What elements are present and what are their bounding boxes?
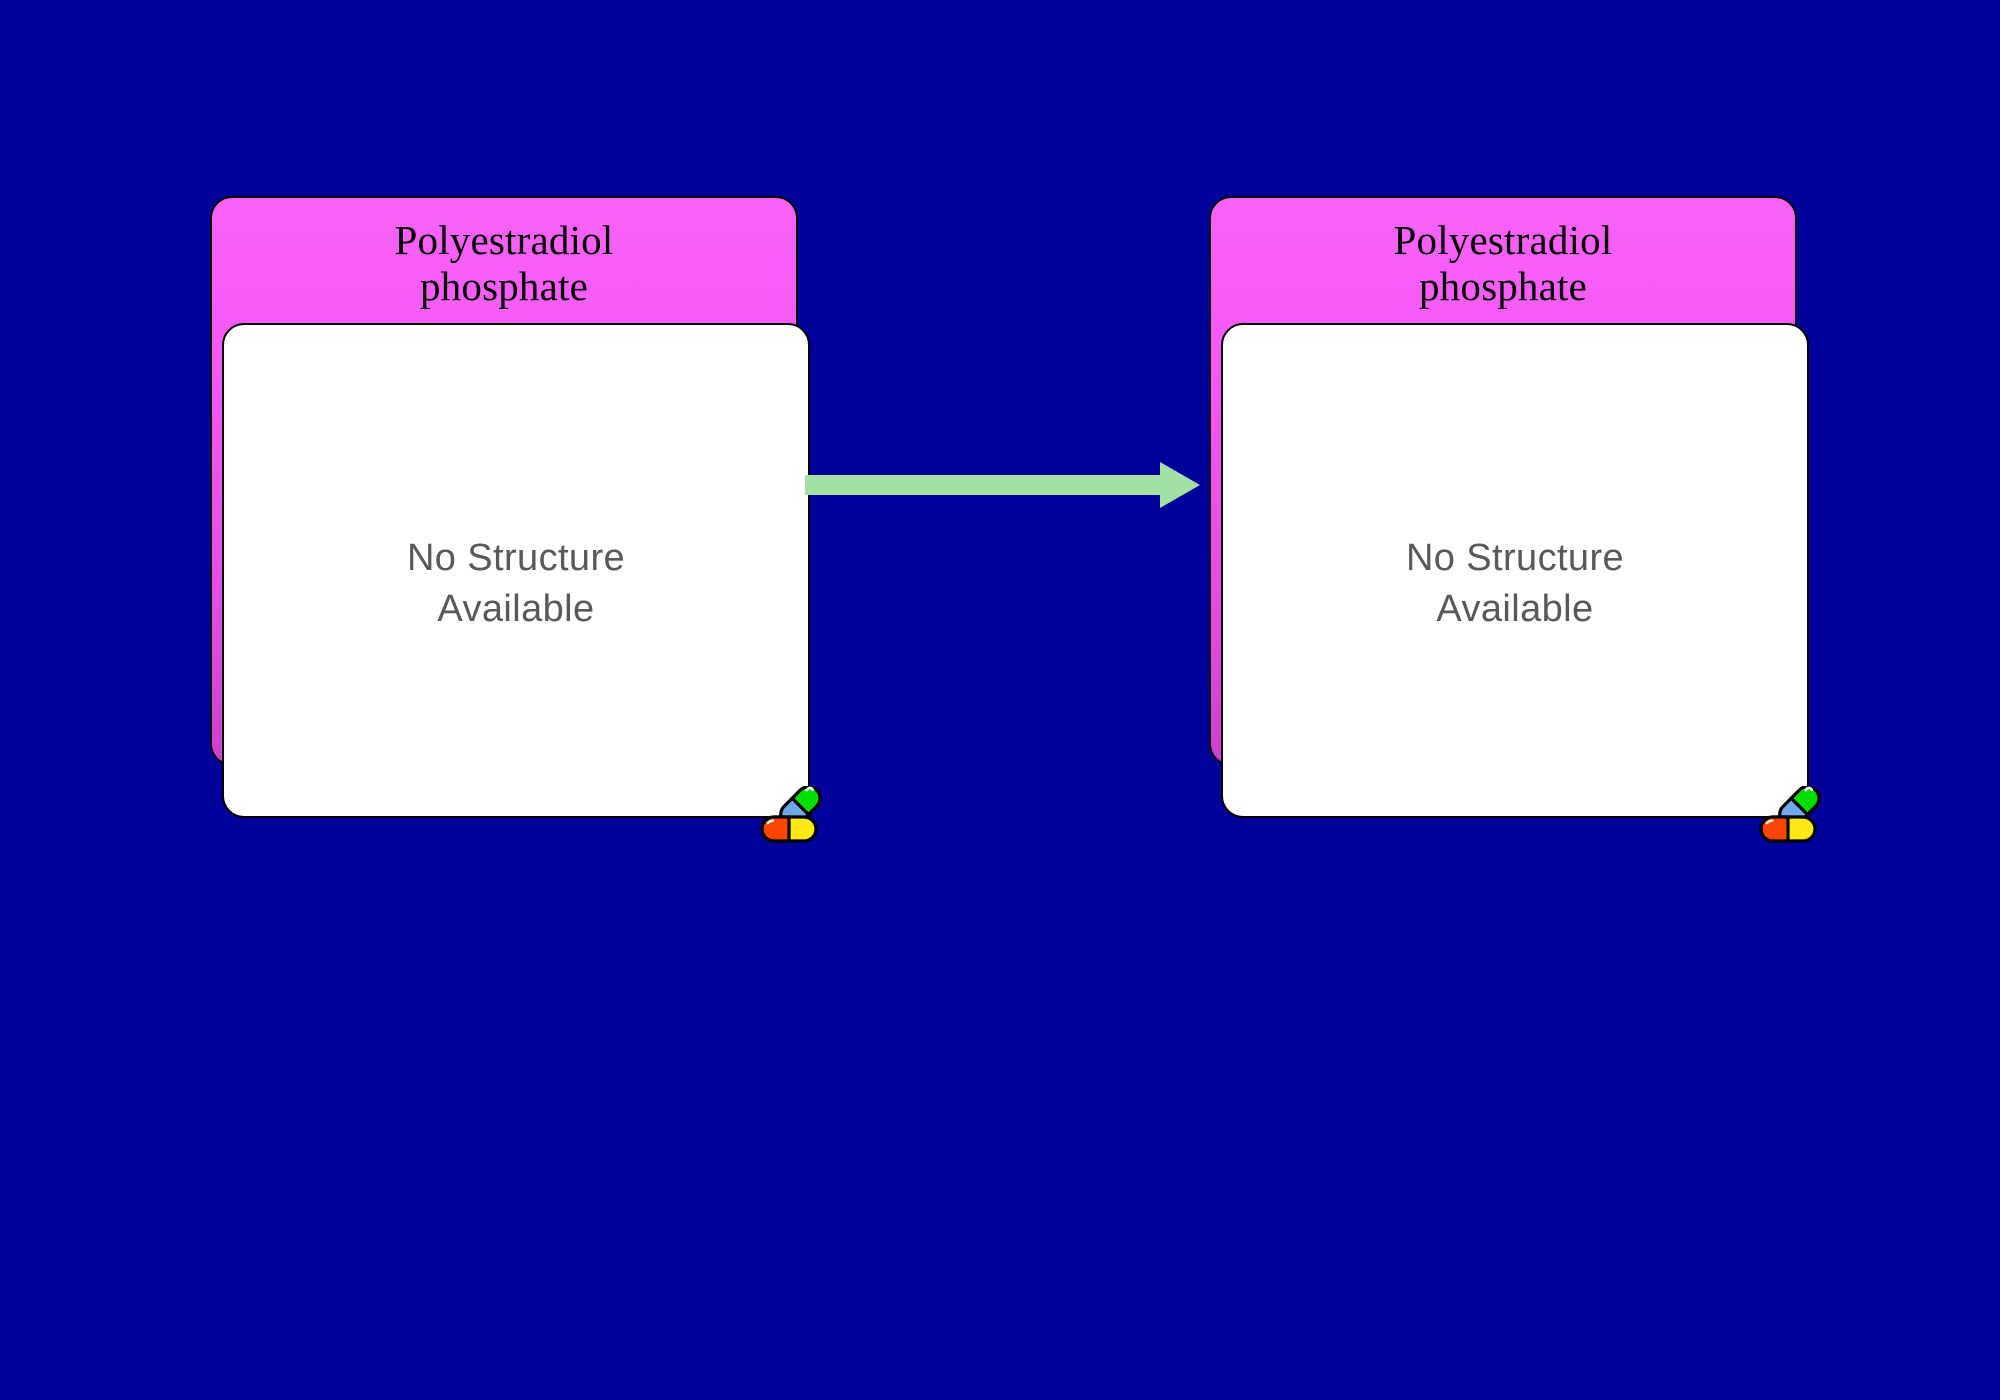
drug-node-right[interactable]: Polyestradiol phosphate No Structure Ava… <box>1209 196 1821 843</box>
arrow-shaft <box>805 475 1162 495</box>
drug-node-title: Polyestradiol phosphate <box>1393 217 1613 309</box>
drug-structure-panel[interactable]: No Structure Available <box>222 323 822 843</box>
pill-capsules-icon[interactable] <box>760 785 824 844</box>
no-structure-placeholder: No Structure Available <box>406 537 626 630</box>
no-structure-placeholder: No Structure Available <box>1405 537 1625 630</box>
drug-node-left[interactable]: Polyestradiol phosphate No Structure Ava… <box>210 196 822 843</box>
pill-capsules-icon[interactable] <box>1759 785 1823 844</box>
drug-structure-panel[interactable]: No Structure Available <box>1221 323 1821 843</box>
relation-arrow-left-to-right[interactable] <box>805 462 1200 508</box>
drug-node-title: Polyestradiol phosphate <box>394 217 614 309</box>
arrow-right-icon <box>1160 462 1200 508</box>
